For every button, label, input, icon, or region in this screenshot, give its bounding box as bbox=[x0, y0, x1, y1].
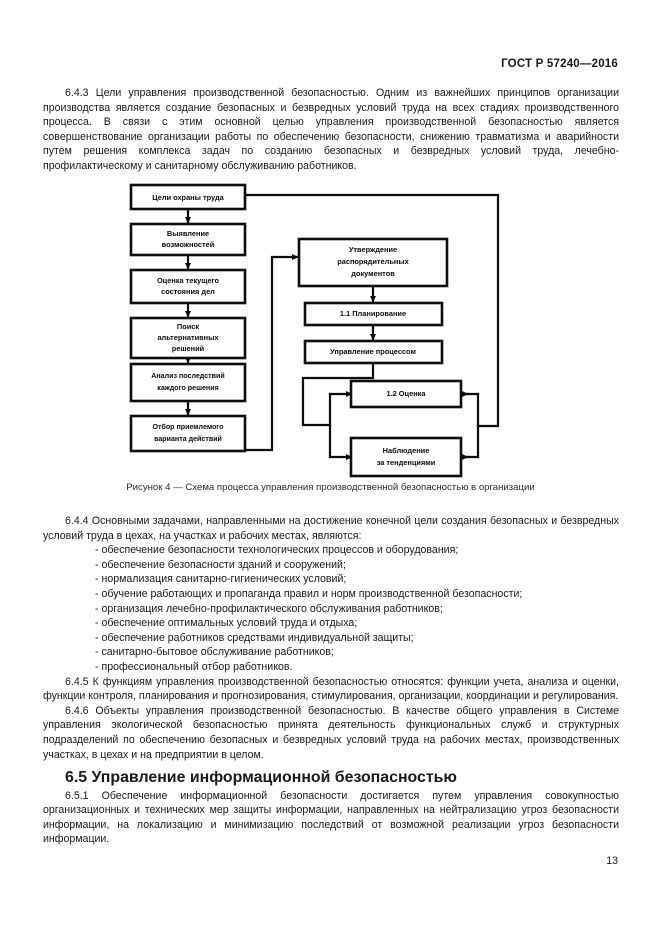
figure-4-process-diagram: Цели охраны труда Выявление возможностей… bbox=[0, 182, 661, 502]
figure-caption: Рисунок 4 — Схема процесса управления пр… bbox=[126, 482, 535, 493]
box-label-approve-1: Утверждение bbox=[349, 245, 397, 254]
list-item: - профессиональный отбор работников. bbox=[95, 660, 293, 673]
box-label-approve-3: документов bbox=[351, 269, 395, 278]
box-label-evaluation: 1.2 Оценка bbox=[386, 389, 426, 398]
box-label-analyze-1: Анализ последствий bbox=[151, 372, 224, 380]
section-heading-6-5: 6.5 Управление информационной безопаснос… bbox=[65, 769, 457, 787]
box-label-identify-2: возможностей bbox=[162, 240, 215, 249]
box-label-select-2: варианта действий bbox=[154, 435, 222, 443]
box-label-search-2: альтернативных bbox=[157, 333, 219, 342]
box-label-planning: 1.1 Планирование bbox=[340, 309, 406, 318]
list-item: - организация лечебно-профилактического … bbox=[95, 602, 443, 615]
diagram-box-labels: Цели охраны труда Выявление возможностей… bbox=[151, 193, 435, 467]
clause-6-4-3-paragraph: 6.4.3 Цели управления производственной б… bbox=[43, 87, 619, 172]
list-item: - санитарно-бытовое обслуживание работни… bbox=[95, 646, 334, 659]
box-label-analyze-2: каждого решения bbox=[157, 384, 218, 392]
list-item: - обучение работающих и пропаганда прави… bbox=[95, 587, 523, 600]
box-label-process-mgmt: Управление процессом bbox=[330, 347, 416, 356]
box-label-search-3: решений bbox=[172, 344, 205, 353]
box-label-identify-1: Выявление bbox=[167, 229, 209, 238]
box-label-assess-1: Оценка текущего bbox=[157, 276, 220, 285]
clause-6-4-4-paragraph: 6.4.4 Основными задачами, направленными … bbox=[43, 515, 619, 542]
clause-6-5-1-paragraph: 6.5.1 Обеспечение информационной безопас… bbox=[43, 789, 619, 846]
box-label-approve-2: распорядительных bbox=[337, 257, 409, 266]
list-item: - обеспечение безопасности технологическ… bbox=[95, 544, 459, 557]
standard-header: ГОСТ Р 57240—2016 bbox=[501, 58, 618, 70]
clause-6-4-6-paragraph: 6.4.6 Объекты управления производственно… bbox=[43, 704, 619, 761]
clause-6-4-3-block: 6.4.3 Цели управления производственной б… bbox=[43, 86, 619, 174]
page-number: 13 bbox=[606, 855, 618, 867]
box-label-goals: Цели охраны труда bbox=[152, 193, 224, 202]
box-label-select-1: Отбор приемлемого bbox=[152, 423, 224, 431]
diagram-connectors bbox=[185, 192, 500, 460]
list-item: - нормализация санитарно-гигиенических у… bbox=[95, 573, 347, 586]
list-item: - обеспечение оптимальных условий труда … bbox=[95, 617, 358, 630]
list-item: - обеспечение работников средствами инди… bbox=[95, 631, 414, 644]
box-label-monitoring-1: Наблюдение bbox=[383, 446, 430, 455]
box-label-assess-2: состояния дел bbox=[161, 287, 215, 296]
box-label-search-1: Поиск bbox=[177, 322, 199, 331]
clause-6-4-5-paragraph: 6.4.5 К функциям управления производстве… bbox=[43, 675, 619, 703]
after-figure-text-block: 6.4.4 Основными задачами, направленными … bbox=[43, 514, 619, 847]
box-label-monitoring-2: за тенденциями bbox=[377, 458, 436, 467]
list-item: - обеспечение безопасности зданий и соор… bbox=[95, 558, 346, 571]
diagram-boxes bbox=[129, 183, 463, 478]
